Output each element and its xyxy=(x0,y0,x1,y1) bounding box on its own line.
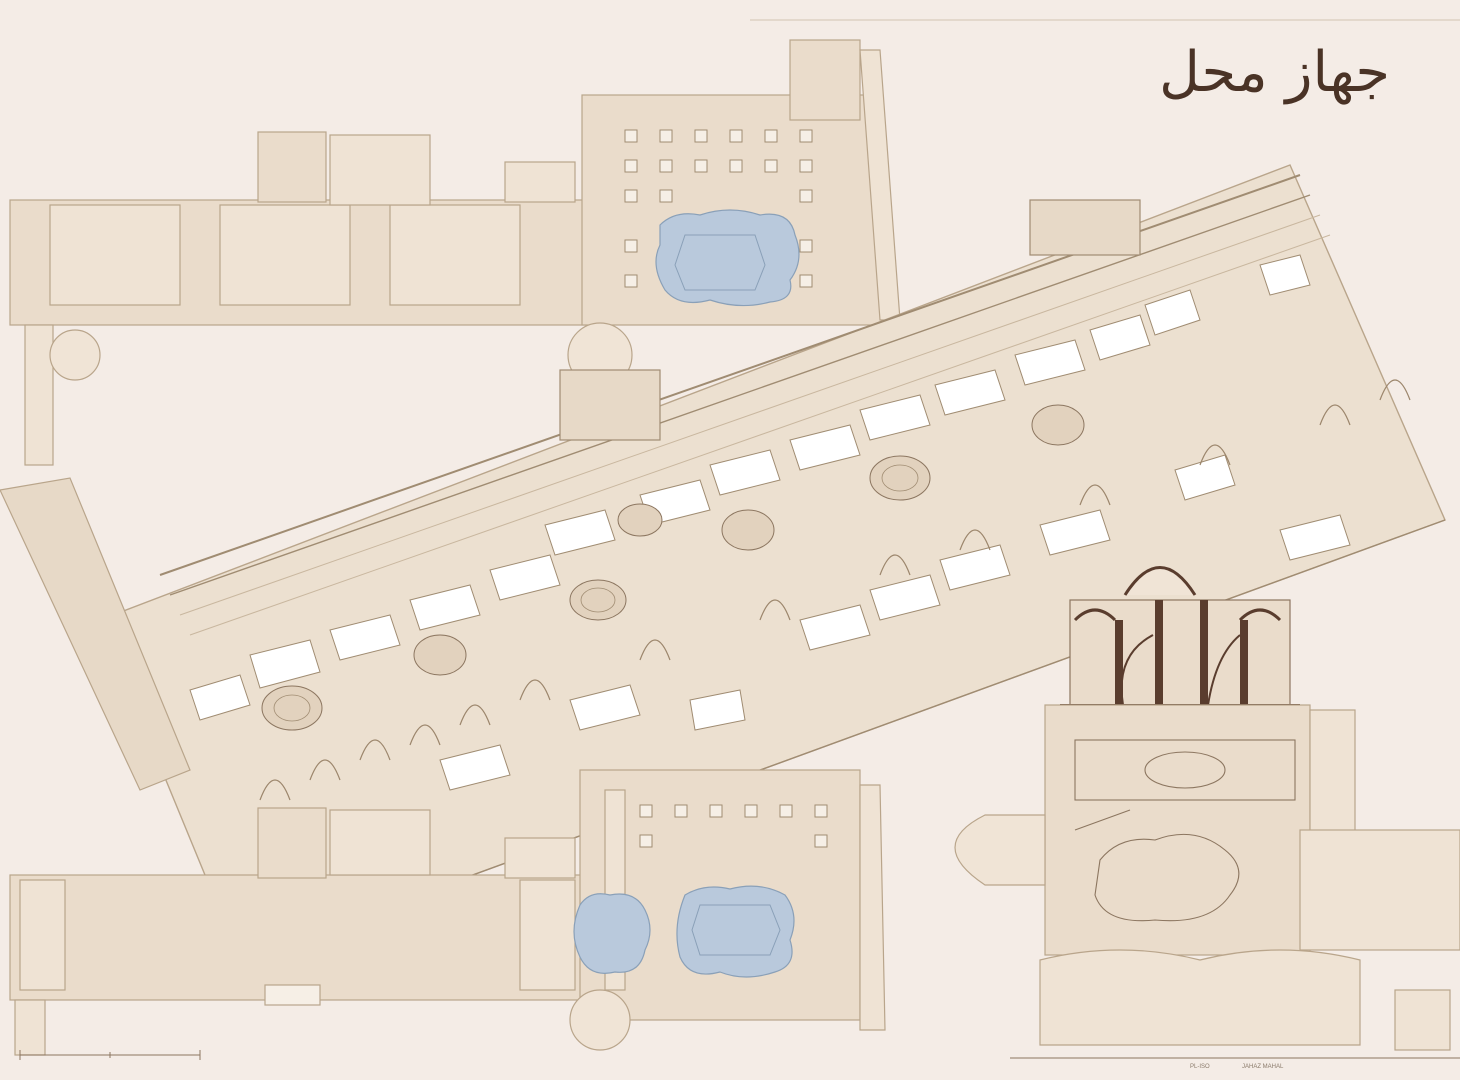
right-floor-plan xyxy=(954,704,1460,1051)
court-columns xyxy=(624,129,813,288)
top-floor-plan xyxy=(9,39,901,466)
pool-bottom-right xyxy=(676,885,795,978)
isometric-wing xyxy=(0,164,1446,961)
right-plan-details xyxy=(1074,739,1296,922)
footer-code: PL-ISO xyxy=(1190,1064,1210,1070)
scale-bar xyxy=(19,1050,1460,1060)
bottom-court-columns xyxy=(639,804,828,848)
section-elevation xyxy=(1060,566,1300,706)
pool-top xyxy=(655,209,800,307)
drawing-title: جهاز محل xyxy=(1159,40,1390,105)
pool-bottom-left xyxy=(573,893,651,974)
dome-vaults xyxy=(261,404,1085,731)
bottom-floor-plan xyxy=(9,769,886,1056)
footer-label: JAHAZ MAHAL xyxy=(1242,1064,1284,1070)
arcades xyxy=(259,379,1411,801)
